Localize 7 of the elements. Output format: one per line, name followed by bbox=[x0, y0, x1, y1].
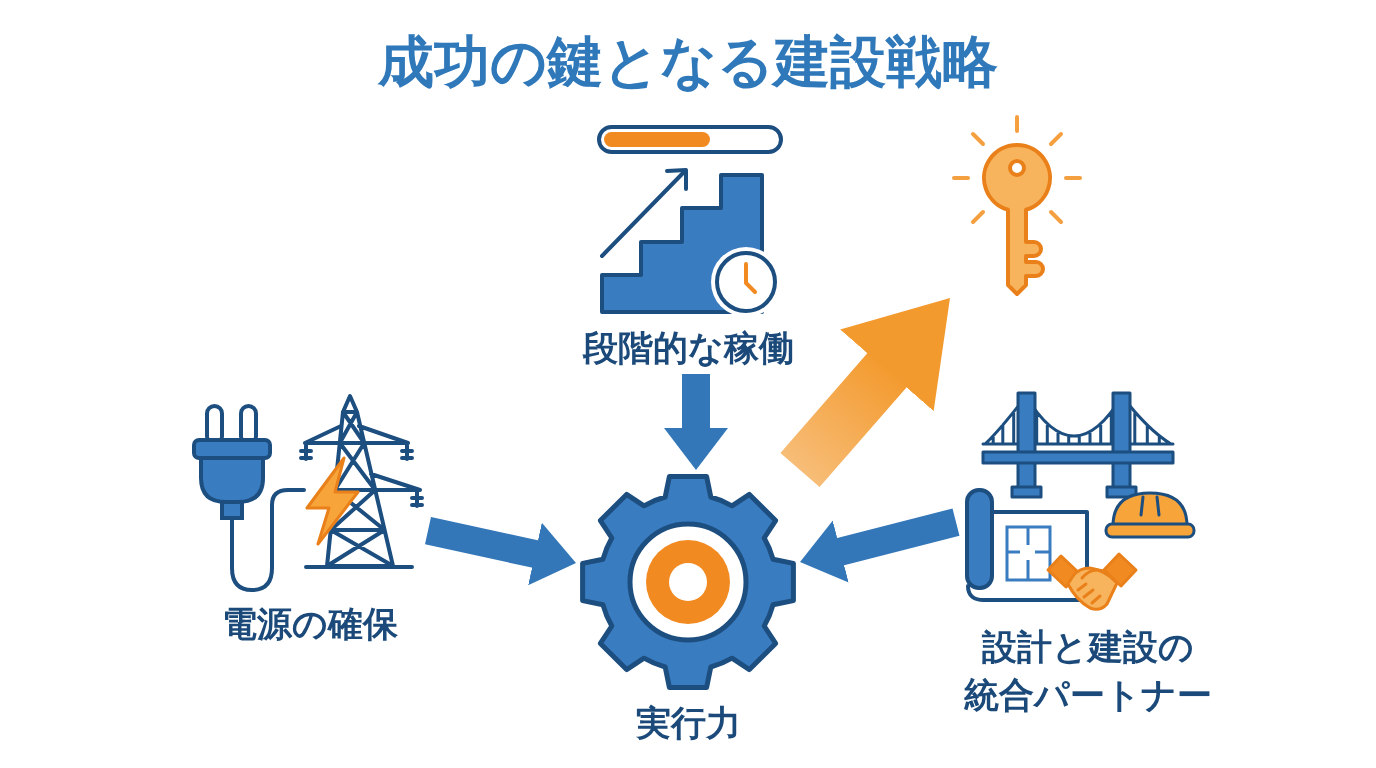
arrow bbox=[664, 374, 728, 470]
title: 成功の鍵となる建設戦略 bbox=[378, 28, 998, 96]
node-label: 設計と建設の統合パートナー bbox=[964, 626, 1212, 717]
node-label: 実行力 bbox=[635, 702, 741, 744]
arrow bbox=[425, 516, 579, 586]
node-label: 電源の確保 bbox=[222, 603, 398, 645]
node-label: 段階的な稼働 bbox=[582, 327, 794, 369]
